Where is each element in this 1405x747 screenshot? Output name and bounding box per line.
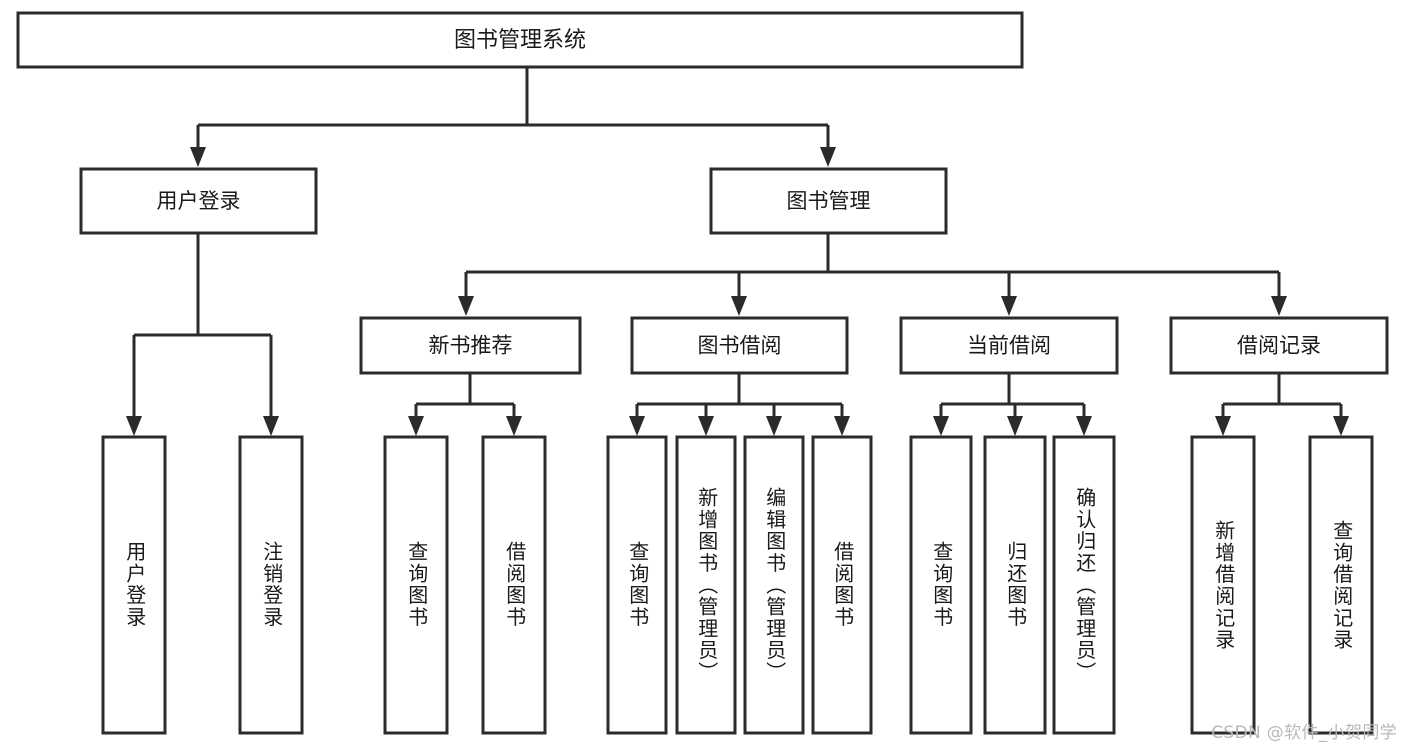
node-label-new-book-recommend: 新书推荐: [429, 334, 513, 358]
arrowhead-icon: [1333, 416, 1349, 436]
node-box-leaf-user-logout[interactable]: [238, 435, 304, 735]
node-box-book-borrow[interactable]: [630, 316, 849, 375]
arrowhead-icon: [190, 147, 206, 167]
node-box-leaf-query-borrow-record[interactable]: [1308, 435, 1374, 735]
node-box-leaf-confirm-return-admin[interactable]: [1052, 435, 1116, 735]
node-label-user-login: 用户登录: [157, 189, 241, 213]
node-label-borrow-record: 借阅记录: [1237, 334, 1321, 358]
node-box-borrow-record[interactable]: [1169, 316, 1389, 375]
node-box-leaf-return-book[interactable]: [983, 435, 1047, 735]
node-label-root: 图书管理系统: [454, 28, 586, 53]
node-box-leaf-add-book-admin[interactable]: [675, 435, 737, 735]
node-box-current-borrow[interactable]: [899, 316, 1119, 375]
arrowheads-layer: [126, 147, 1349, 436]
arrowhead-icon: [1001, 296, 1017, 316]
arrowhead-icon: [506, 416, 522, 436]
node-label-current-borrow: 当前借阅: [967, 334, 1051, 358]
arrowhead-icon: [820, 147, 836, 167]
node-box-leaf-query-book-current[interactable]: [909, 435, 973, 735]
node-label-book-management: 图书管理: [787, 189, 871, 213]
node-box-new-book-recommend[interactable]: [359, 316, 582, 375]
node-box-book-management[interactable]: [709, 167, 948, 235]
arrowhead-icon: [263, 416, 279, 436]
arrowhead-icon: [458, 296, 474, 316]
arrowhead-icon: [1271, 296, 1287, 316]
arrowhead-icon: [1076, 416, 1092, 436]
arrowhead-icon: [1007, 416, 1023, 436]
node-box-leaf-borrow-book-recommend[interactable]: [481, 435, 547, 735]
arrowhead-icon: [834, 416, 850, 436]
node-box-leaf-query-book-borrow[interactable]: [606, 435, 668, 735]
arrowhead-icon: [933, 416, 949, 436]
arrowhead-icon: [698, 416, 714, 436]
node-box-leaf-user-login[interactable]: [101, 435, 167, 735]
watermark-text: CSDN @软件_小贺同学: [1211, 723, 1397, 743]
arrowhead-icon: [731, 296, 747, 316]
arrowhead-icon: [629, 416, 645, 436]
node-box-leaf-query-book-recommend[interactable]: [383, 435, 449, 735]
node-label-book-borrow: 图书借阅: [698, 334, 782, 358]
arrowhead-icon: [1215, 416, 1231, 436]
arrowhead-icon: [766, 416, 782, 436]
arrowhead-icon: [126, 416, 142, 436]
node-boxes-layer: [16, 11, 1389, 735]
node-box-user-login[interactable]: [79, 167, 318, 235]
node-box-root[interactable]: [16, 11, 1024, 69]
node-box-leaf-edit-book-admin[interactable]: [743, 435, 805, 735]
arrowhead-icon: [408, 416, 424, 436]
node-box-leaf-add-borrow-record[interactable]: [1190, 435, 1256, 735]
node-box-leaf-borrow-book[interactable]: [811, 435, 873, 735]
